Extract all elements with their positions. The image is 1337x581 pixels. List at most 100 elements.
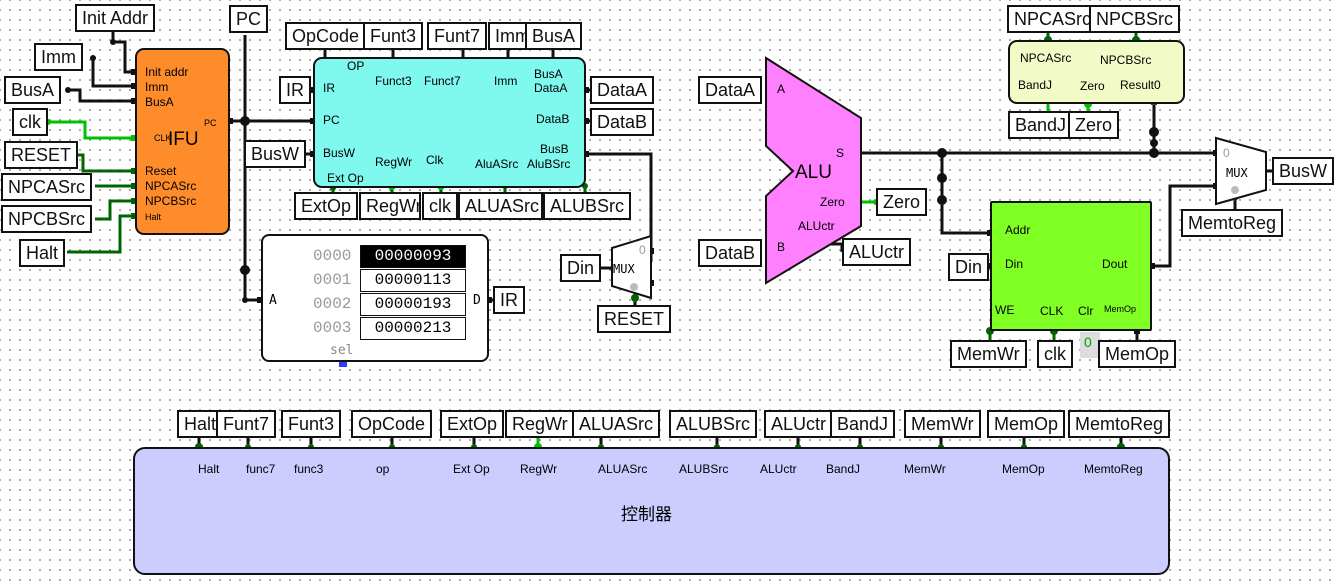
rom-cell[interactable]: 00000193: [360, 293, 466, 316]
tunnel-dataa-alu[interactable]: DataA: [698, 76, 763, 104]
rom-cell[interactable]: 00000113: [360, 269, 466, 292]
mux2-body: [1215, 136, 1267, 206]
decoder-port-pc: PC: [323, 113, 340, 127]
rom-sel-pin: [339, 359, 347, 367]
tunnel-init-addr[interactable]: Init Addr: [75, 4, 156, 32]
mux1-body: [611, 234, 652, 300]
mem-port-memop: MemOp: [1104, 304, 1137, 314]
tunnel-dataa-out[interactable]: DataA: [590, 76, 655, 104]
tunnel-ctrl-memtoreg[interactable]: MemtoReg: [1068, 410, 1171, 438]
tunnel-npcbsrc[interactable]: NPCBSrc: [1, 205, 93, 233]
decoder-port-aluasrc: AluASrc: [475, 157, 519, 171]
ifu-port-busa: BusA: [145, 95, 174, 109]
tunnel-imm[interactable]: Imm: [34, 43, 83, 71]
ctrl-port-memtoreg: MemtoReg: [1084, 462, 1143, 476]
tunnel-npcasrc[interactable]: NPCASrc: [1, 173, 93, 201]
mem-clr-value: 0: [1084, 334, 1092, 350]
branch-port-result0: Result0: [1120, 78, 1161, 92]
tunnel-din-mem[interactable]: Din: [948, 253, 990, 281]
tunnel-ctrl-bandj[interactable]: BandJ: [830, 410, 896, 438]
tunnel-ctrl-extop[interactable]: ExtOp: [440, 410, 505, 438]
wire-busb: [586, 152, 653, 262]
decoder-port-extop: Ext Op: [327, 171, 364, 185]
mem-clr-constant[interactable]: 0: [1080, 332, 1100, 358]
tunnel-ctrl-funt3[interactable]: Funt3: [281, 410, 342, 438]
tunnel-aluasrc-out[interactable]: ALUASrc: [458, 192, 543, 220]
tunnel-ctrl-funt7[interactable]: Funt7: [216, 410, 277, 438]
alu-port-s: S: [836, 146, 845, 160]
wire-busa: [68, 88, 135, 103]
rom-addr-3: 0003: [313, 319, 352, 337]
tunnel-din-mux[interactable]: Din: [560, 254, 602, 282]
tunnel-halt[interactable]: Halt: [19, 239, 66, 267]
tunnel-ctrl-regwr[interactable]: RegWr: [505, 410, 575, 438]
tunnel-zero-alu[interactable]: Zero: [876, 188, 928, 216]
tunnel-ctrl-opcode[interactable]: OpCode: [351, 410, 433, 438]
tunnel-pc[interactable]: PC: [229, 5, 269, 33]
alu-title: ALU: [795, 162, 832, 183]
wire-imm: [91, 58, 135, 88]
decoder-port-busa: BusA: [534, 67, 563, 81]
tunnel-funt3[interactable]: Funt3: [363, 22, 424, 50]
tunnel-busw-out[interactable]: BusW: [1272, 157, 1335, 185]
ctrl-port-memop: MemOp: [1002, 462, 1045, 476]
mem-port-clk: CLK: [1040, 304, 1064, 318]
ctrl-port-extop: Ext Op: [453, 462, 490, 476]
tunnel-memwr-mem[interactable]: MemWr: [950, 340, 1027, 368]
mem-port-din: Din: [1005, 257, 1024, 271]
decoder-port-datab: DataB: [536, 112, 570, 126]
tunnel-extop-out[interactable]: ExtOp: [294, 192, 359, 220]
tunnel-memop-mem[interactable]: MemOp: [1098, 340, 1177, 368]
tunnel-clk-mem[interactable]: clk: [1037, 340, 1073, 368]
ifu-port-npcbsrc: NPCBSrc: [145, 194, 197, 208]
tunnel-npcasrc-out[interactable]: NPCASrc: [1007, 5, 1099, 33]
tunnel-bandj-branch[interactable]: BandJ: [1008, 111, 1074, 139]
controller-title: 控制器: [621, 505, 672, 524]
tunnel-busa[interactable]: BusA: [4, 76, 62, 104]
decoder-port-ir: IR: [323, 81, 335, 95]
tunnel-clk-decoder[interactable]: clk: [422, 192, 458, 220]
tunnel-ir-rom[interactable]: IR: [493, 286, 525, 314]
mem-port-clr: Clr: [1078, 304, 1094, 318]
tunnel-ctrl-aluctr[interactable]: ALUctr: [764, 410, 834, 438]
tunnel-ctrl-alubsrc[interactable]: ALUBSrc: [669, 410, 758, 438]
ifu-title: IFU: [168, 129, 199, 150]
tunnel-zero-branch[interactable]: Zero: [1068, 111, 1120, 139]
wire-halt: [67, 214, 135, 254]
decoder-port-imm: Imm: [494, 74, 518, 88]
rom-sel-label: sel: [330, 343, 354, 358]
tunnel-datab-alu[interactable]: DataB: [698, 239, 763, 267]
ctrl-port-aluasrc: ALUASrc: [598, 462, 648, 476]
tunnel-npcbsrc-out[interactable]: NPCBSrc: [1089, 5, 1181, 33]
tunnel-alubsrc-out[interactable]: ALUBSrc: [543, 192, 632, 220]
tunnel-ctrl-memop[interactable]: MemOp: [987, 410, 1066, 438]
branch-port-npcasrc: NPCASrc: [1020, 51, 1072, 65]
tunnel-busa-out[interactable]: BusA: [525, 22, 583, 50]
tunnel-busw-in[interactable]: BusW: [244, 140, 307, 168]
tunnel-ctrl-memwr[interactable]: MemWr: [904, 410, 981, 438]
ifu-port-npcasrc: NPCASrc: [145, 179, 197, 193]
rom-cell[interactable]: 00000213: [360, 317, 466, 340]
tunnel-opcode[interactable]: OpCode: [285, 22, 367, 50]
decoder-port-busb: BusB: [540, 142, 569, 156]
decoder-port-busw: BusW: [323, 146, 356, 160]
tunnel-memtoreg[interactable]: MemtoReg: [1181, 209, 1284, 237]
mux2-label: MUX: [1226, 166, 1248, 180]
tunnel-datab-out[interactable]: DataB: [590, 108, 655, 136]
alu-body: [765, 56, 862, 285]
tunnel-reset-mux[interactable]: RESET: [597, 305, 672, 333]
mux1-input0-label: 0: [639, 243, 646, 257]
rom-cell-selected[interactable]: 00000093: [360, 245, 466, 268]
tunnel-ctrl-halt[interactable]: Halt: [177, 410, 224, 438]
tunnel-clk[interactable]: clk: [12, 108, 48, 136]
ifu-port-init-addr: Init addr: [145, 65, 189, 79]
tunnel-aluctr-alu[interactable]: ALUctr: [842, 238, 912, 266]
tunnel-regwr-in[interactable]: RegWr: [359, 192, 421, 220]
tunnel-ctrl-aluasrc[interactable]: ALUASrc: [572, 410, 661, 438]
tunnel-reset[interactable]: RESET: [4, 141, 79, 169]
alu-port-zero: Zero: [820, 195, 845, 209]
wire-reset: [77, 153, 135, 173]
tunnel-ir-in[interactable]: IR: [279, 76, 311, 104]
tunnel-funt7[interactable]: Funt7: [427, 22, 488, 50]
data-memory-block: [990, 201, 1152, 331]
